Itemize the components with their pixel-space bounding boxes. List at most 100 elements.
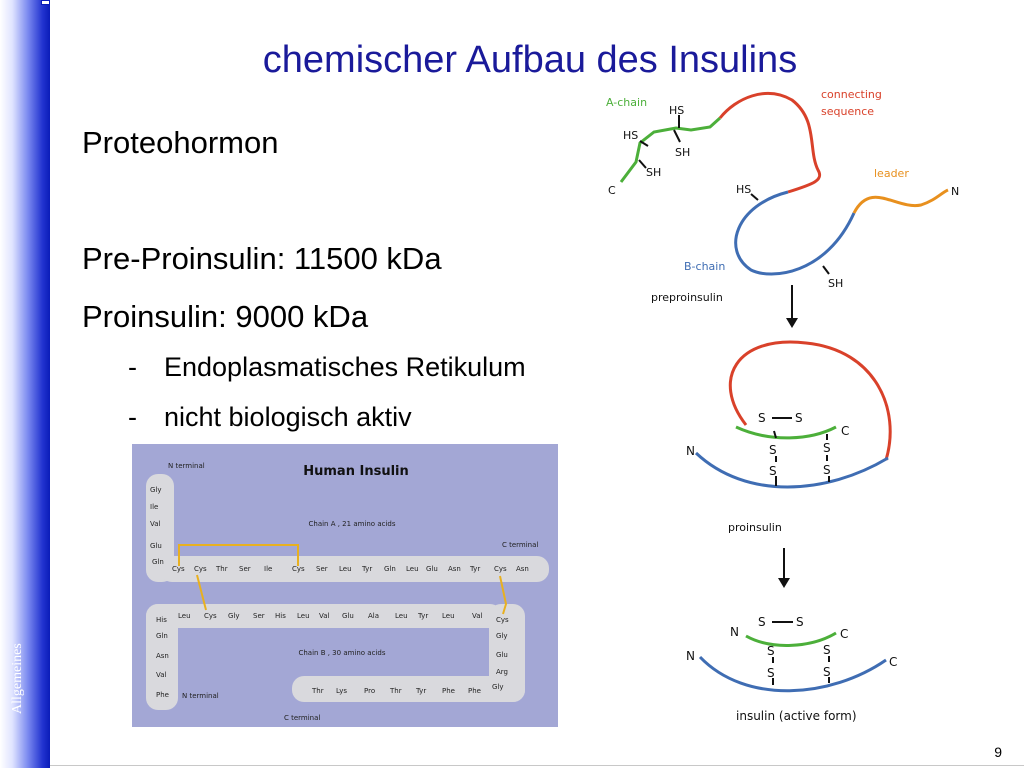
sub-bullet-dash: - [128, 402, 137, 432]
residue: Cys [194, 565, 207, 573]
residue: Gly [492, 683, 504, 691]
sulfur-label: S [823, 665, 831, 679]
sulfur-label: S [767, 644, 775, 658]
residue: Glu [426, 565, 438, 573]
residue: Leu [395, 612, 408, 620]
c-terminus-label: C [841, 424, 849, 438]
arrow-head-icon [786, 318, 798, 328]
sulfur-label: S [823, 463, 831, 477]
residue: Glu [342, 612, 354, 620]
insulin-processing-svg: A-chain HS HS SH SH C connecting sequenc… [606, 88, 959, 723]
sulfur-label: S [769, 464, 777, 478]
b-chain-line [734, 190, 856, 276]
n-terminus-label: N [951, 185, 959, 198]
residue: Asn [516, 565, 529, 573]
residue: Arg [496, 668, 508, 676]
chain-b-top-band [146, 604, 502, 628]
residue: His [156, 616, 167, 624]
human-insulin-figure: Human Insulin N terminal C terminal Chai… [132, 444, 558, 727]
residue: Leu [297, 612, 310, 620]
residue: Ser [239, 565, 251, 573]
c-terminal-b: C terminal [284, 714, 320, 722]
residue: Gln [156, 632, 168, 640]
chain-a-vertical-band [146, 474, 174, 582]
n-terminal-b: N terminal [182, 692, 219, 700]
sh-bond-tick [673, 129, 681, 143]
residue: Cys [172, 565, 185, 573]
residue: Leu [178, 612, 191, 620]
leader-line [852, 188, 949, 214]
chain-b-left-band [146, 604, 178, 710]
sulfur-label: S [796, 615, 804, 629]
hs-label: HS [669, 104, 684, 117]
residue: Ile [264, 565, 272, 573]
chain-a-horizontal-residues: Cys Cys Thr Ser Ile Cys Ser Leu Tyr Gln … [172, 565, 529, 573]
residue: Val [472, 612, 483, 620]
human-insulin-title: Human Insulin [303, 464, 409, 479]
bullet-proinsulin: Proinsulin: 9000 kDa [82, 299, 369, 334]
disulfide-bond-a20-b19 [499, 575, 508, 615]
bullet-proteohormon: Proteohormon [82, 125, 279, 160]
insulin-processing-diagram: A-chain HS HS SH SH C connecting sequenc… [596, 80, 976, 730]
sub-bullet-retikulum: -Endoplasmatisches Retikulum [128, 350, 526, 384]
c-terminus-label: C [608, 184, 616, 197]
c-terminus-label: C [840, 627, 848, 641]
sidebar-label: Allgemeines [10, 643, 25, 714]
residue: Phe [468, 687, 481, 695]
residue: Lys [336, 687, 347, 695]
page-number: 9 [994, 744, 1002, 760]
residue: Ser [253, 612, 265, 620]
chain-b-right-residues: Cys Gly Glu Arg Gly [492, 616, 509, 691]
sulfur-label: S [823, 643, 831, 657]
chain-b-top-residues: Leu Cys Gly Ser His Leu Val Glu Ala Leu … [178, 612, 483, 620]
chain-b-left-residues: His Gln Asn Val Phe [156, 616, 169, 699]
c-terminus-label: C [889, 655, 897, 669]
corner-mark [41, 0, 50, 5]
residue: Gly [496, 632, 508, 640]
connecting-label: connecting [821, 88, 882, 101]
residue: Leu [406, 565, 419, 573]
preproinsulin-label: preproinsulin [651, 291, 723, 304]
n-terminus-label: N [686, 649, 695, 663]
hs-bond-tick [750, 193, 759, 201]
residue: Tyr [469, 565, 480, 573]
sulfur-label: S [795, 411, 803, 425]
residue: Tyr [417, 612, 428, 620]
residue: Phe [442, 687, 455, 695]
residue: Val [319, 612, 330, 620]
disulfide-bond-intra-a [178, 544, 299, 566]
residue: Thr [215, 565, 228, 573]
proinsulin-connecting-line [728, 340, 892, 461]
chain-b-bottom-band [292, 676, 525, 702]
residue: Ile [150, 503, 158, 511]
sulfur-label: S [767, 666, 775, 680]
residue: Cys [204, 612, 217, 620]
residue: Tyr [415, 687, 426, 695]
n-terminus-label: N [730, 625, 739, 639]
arrow-head-icon [778, 578, 790, 588]
human-insulin-svg: Human Insulin N terminal C terminal Chai… [146, 462, 549, 722]
hs-bond-tick [639, 140, 649, 147]
residue: Gln [152, 558, 164, 566]
leader-label: leader [874, 167, 909, 180]
residue: Pro [364, 687, 375, 695]
residue: Leu [442, 612, 455, 620]
a-chain-label: A-chain [606, 96, 647, 109]
residue: Cys [292, 565, 305, 573]
residue: Asn [448, 565, 461, 573]
residue: Tyr [361, 565, 372, 573]
proinsulin-b-chain-line [694, 451, 889, 489]
hs-label: HS [736, 183, 751, 196]
chain-b-bottom-residues: Thr Lys Pro Thr Tyr Phe Phe [311, 687, 481, 695]
residue: Ser [316, 565, 328, 573]
residue: Gly [150, 486, 162, 494]
hs-label: HS [623, 129, 638, 142]
residue: Ala [368, 612, 379, 620]
insulin-a-chain-line [745, 631, 837, 647]
b-chain-label: B-chain [684, 260, 725, 273]
connecting-sequence-line [718, 91, 821, 194]
insulin-b-chain-line [698, 655, 887, 693]
sh-label: SH [828, 277, 843, 290]
disulfide-bond-line [773, 430, 777, 439]
chain-a-label: Chain A , 21 amino acids [309, 520, 396, 528]
